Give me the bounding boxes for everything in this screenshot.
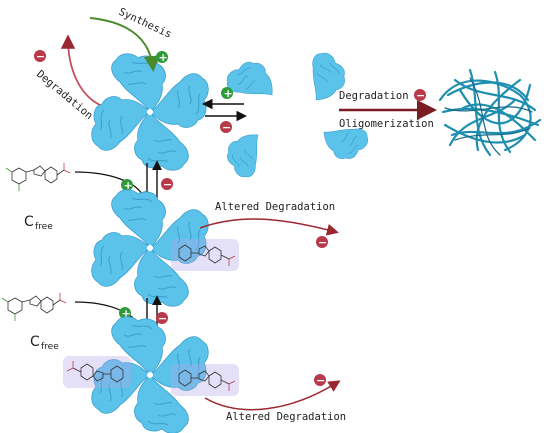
plus-icon (119, 307, 131, 319)
minus-icon (316, 236, 328, 248)
tetramer-native (92, 54, 209, 171)
oligomerization-label: Oligomerization (339, 118, 434, 130)
degradation-arrow-left (60, 34, 101, 106)
minus-icon (220, 121, 232, 133)
synthesis-label: Synthesis (117, 6, 174, 41)
altered-degradation-arrow-1 (199, 218, 339, 236)
plus-icon (121, 179, 133, 191)
bound-ligand-2b (62, 355, 132, 389)
monomer-group (219, 47, 373, 183)
minus-sign: − (416, 89, 425, 102)
cfree-2-label: C (30, 334, 40, 350)
minus-sign: − (36, 50, 45, 63)
altered-degradation-arrow-2 (204, 380, 341, 411)
cfree-1-label: C (24, 214, 34, 230)
plus-sign: + (124, 179, 133, 192)
minus-sign: − (158, 312, 167, 325)
minus-icon (314, 374, 326, 386)
minus-sign: − (318, 236, 327, 249)
minus-sign: − (222, 121, 231, 134)
synthesis-arrow (89, 17, 160, 72)
bound-ligand-1 (170, 238, 240, 272)
minus-icon (34, 50, 46, 62)
plus-icon (156, 51, 168, 63)
minus-sign: − (316, 374, 325, 387)
plus-sign: + (224, 87, 233, 100)
minus-icon (414, 89, 426, 101)
plus-sign: + (122, 307, 131, 320)
minus-icon (161, 178, 173, 190)
ligand-free-2 (1, 292, 67, 322)
bound-ligand-2a (170, 363, 240, 397)
minus-sign: − (163, 178, 172, 191)
degradation-right-label: Degradation (339, 90, 409, 102)
altered-degradation-1-label: Altered Degradation (215, 201, 335, 213)
plus-sign: + (159, 51, 168, 64)
cfree-1-sub: free (35, 222, 53, 232)
altered-degradation-2-label: Altered Degradation (226, 411, 346, 423)
cfree-2-sub: free (41, 342, 59, 352)
ligand-free-1 (5, 162, 71, 192)
minus-icon (156, 312, 168, 324)
plus-icon (221, 87, 233, 99)
